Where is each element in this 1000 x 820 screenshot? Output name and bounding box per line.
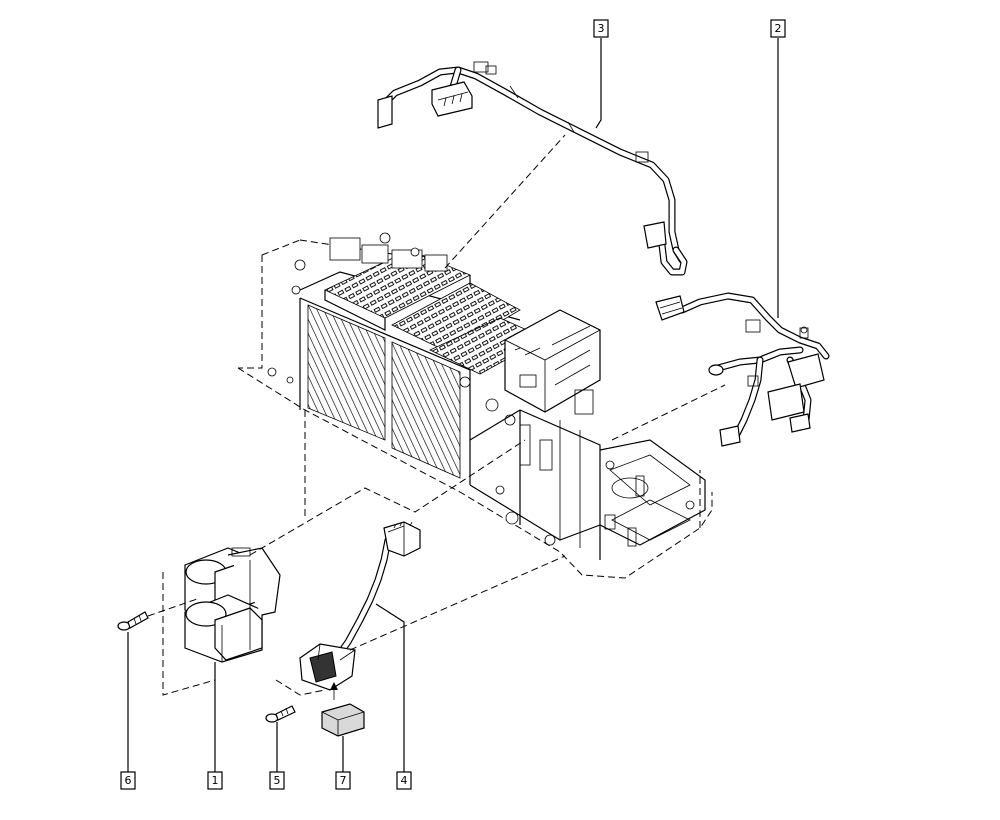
harness-3 bbox=[377, 61, 688, 276]
harness-2-connector-c bbox=[789, 413, 811, 433]
housing-assembly bbox=[237, 232, 713, 579]
harness-2 bbox=[655, 292, 830, 447]
callout-5-label: 5 bbox=[274, 774, 281, 787]
harness-3-connector-c bbox=[643, 221, 667, 249]
screw-5 bbox=[265, 705, 296, 723]
control-unit bbox=[504, 309, 601, 413]
callout-7-label: 7 bbox=[340, 774, 347, 787]
callout-6-label: 6 bbox=[125, 774, 132, 787]
leader-lines bbox=[127, 38, 779, 772]
relay-block-1 bbox=[184, 547, 281, 663]
assembly-lines bbox=[147, 134, 726, 696]
callout-3-label: 3 bbox=[598, 22, 605, 35]
callout-1-label: 1 bbox=[212, 774, 219, 787]
cell-module-2 bbox=[391, 282, 521, 353]
callout-3: 3 bbox=[593, 19, 609, 38]
callout-2: 2 bbox=[770, 19, 786, 38]
harness-2-ring-terminal bbox=[708, 364, 724, 376]
clip-7 bbox=[321, 703, 365, 737]
side-panel-left bbox=[307, 304, 386, 441]
callout-4: 4 bbox=[396, 771, 412, 790]
harness-3-connector-a bbox=[377, 95, 393, 129]
screw-6 bbox=[117, 611, 149, 631]
callout-1: 1 bbox=[207, 771, 223, 790]
callout-5: 5 bbox=[269, 771, 285, 790]
harness-2-connector-b bbox=[719, 425, 741, 447]
callout-2-label: 2 bbox=[775, 22, 782, 35]
callout-7: 7 bbox=[335, 771, 351, 790]
harness-3-connector-b bbox=[431, 81, 473, 117]
harness-2-relay-box bbox=[787, 353, 825, 389]
callout-6: 6 bbox=[120, 771, 136, 790]
harness-4 bbox=[299, 521, 421, 700]
callout-4-label: 4 bbox=[401, 774, 408, 787]
side-panel-right bbox=[391, 341, 461, 479]
